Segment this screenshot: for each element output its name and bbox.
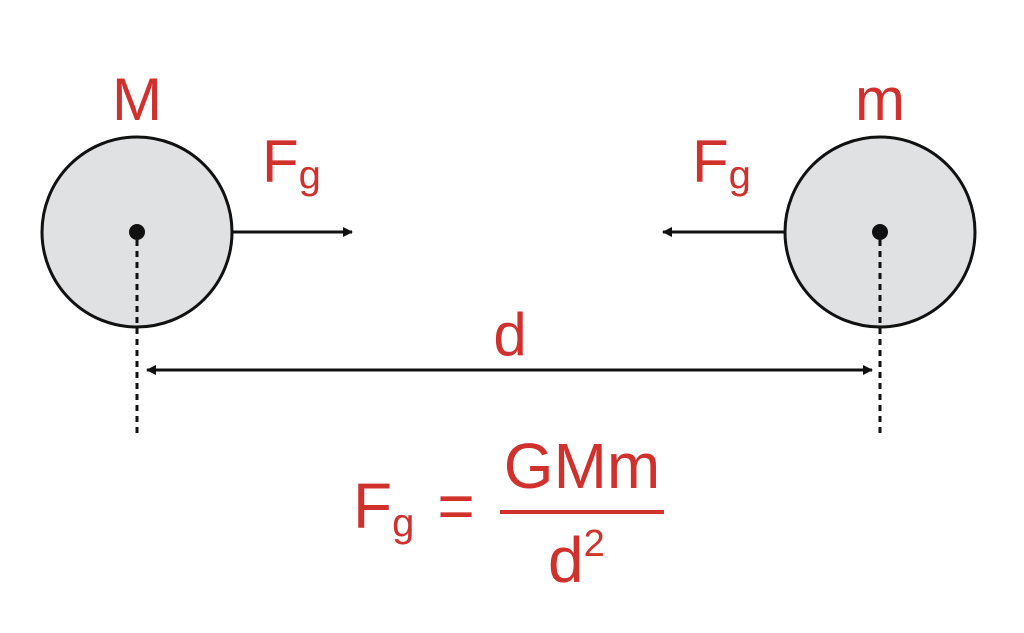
force-left-label: Fg bbox=[262, 128, 321, 197]
mass-right-label: m bbox=[855, 66, 905, 133]
force-right-subscript: g bbox=[729, 153, 751, 197]
force-left-subscript: g bbox=[299, 153, 321, 197]
force-left-symbol: F bbox=[262, 128, 299, 195]
force-right-label: Fg bbox=[692, 128, 751, 197]
mass-right-center bbox=[872, 224, 888, 240]
equation-numerator: GMm bbox=[504, 430, 660, 502]
mass-left-center bbox=[129, 224, 145, 240]
equation-denominator-exponent: 2 bbox=[584, 523, 605, 565]
equation-lhs-symbol: F bbox=[353, 470, 392, 542]
mass-left-label: M bbox=[112, 66, 162, 133]
equation-equals: = bbox=[437, 470, 474, 542]
distance-label: d bbox=[493, 301, 526, 368]
force-right-symbol: F bbox=[692, 128, 729, 195]
equation-lhs-subscript: g bbox=[392, 501, 414, 545]
equation-denominator: d2 bbox=[548, 523, 605, 596]
equation-denominator-base: d bbox=[548, 524, 584, 596]
equation-lhs: Fg bbox=[353, 470, 414, 545]
